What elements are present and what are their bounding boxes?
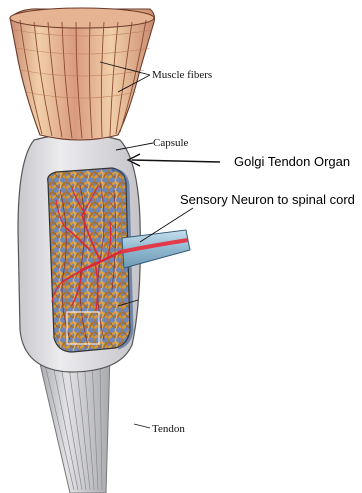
label-tendon: Tendon (152, 423, 185, 435)
label-capsule: Capsule (153, 137, 189, 149)
muscle-fibers (10, 8, 155, 140)
label-sensory-neuron: Sensory Neuron to spinal cord (180, 192, 355, 207)
label-golgi-tendon-organ: Golgi Tendon Organ (234, 154, 350, 169)
tendon (38, 355, 110, 493)
collagen-fibers (48, 168, 132, 352)
label-muscle-fibers: Muscle fibers (152, 69, 212, 81)
